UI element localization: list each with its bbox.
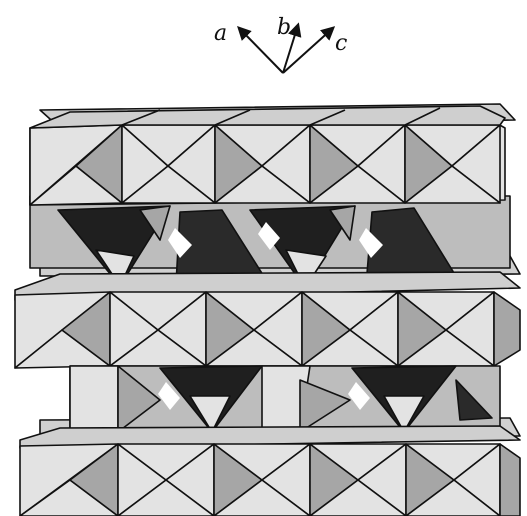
octahedral-layer-top	[30, 106, 505, 205]
octahedral-layer-bottom	[20, 426, 520, 516]
octahedral-layer-middle	[15, 272, 520, 368]
axis-a-label: a	[214, 21, 227, 46]
axis-c-label: c	[335, 31, 347, 56]
axis-indicator: a b c	[214, 15, 347, 73]
axis-b-label: b	[277, 15, 291, 40]
dark-tetrahedra-layer-lower	[70, 366, 500, 432]
polyhedra-structure	[15, 104, 520, 516]
